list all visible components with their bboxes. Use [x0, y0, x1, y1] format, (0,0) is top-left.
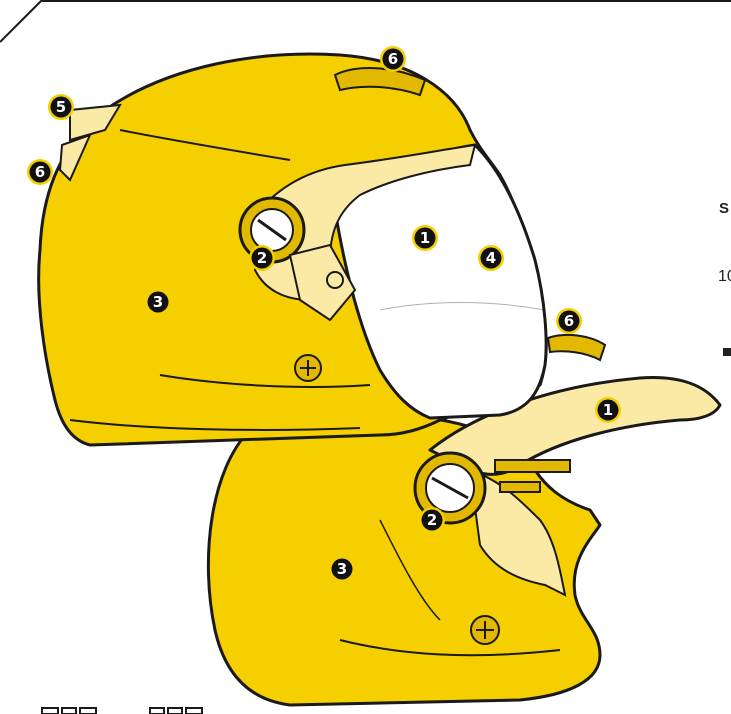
callout-1-peak: 1 [595, 397, 621, 423]
callout-2-ratchet-bottom-label: 2 [427, 511, 437, 529]
edge-mark [723, 348, 731, 356]
callout-2-ratchet-top: 2 [249, 245, 275, 271]
callout-1-visor-label: 1 [420, 229, 430, 247]
open-face-strap-slot [495, 460, 570, 472]
callout-1-visor: 1 [412, 225, 438, 251]
callout-6-rear-vent: 6 [27, 159, 53, 185]
callout-4-shield: 4 [478, 245, 504, 271]
callout-3-shell-bottom-label: 3 [337, 560, 347, 578]
clipped-caption [42, 708, 202, 714]
callout-6-top-vent-label: 6 [388, 50, 398, 68]
callout-2-ratchet-top-label: 2 [257, 249, 267, 267]
callout-5-rear-spoiler-label: 5 [56, 98, 66, 116]
callout-6-top-vent: 6 [380, 46, 406, 72]
callout-1-peak-label: 1 [603, 401, 613, 419]
frame-corner-left [0, 0, 42, 42]
callout-5-rear-spoiler: 5 [48, 94, 74, 120]
edge-text-s: S [719, 200, 729, 217]
callout-3-shell-top-label: 3 [153, 293, 163, 311]
full-face-helmet [39, 54, 547, 445]
callout-2-ratchet-bottom: 2 [419, 507, 445, 533]
open-face-strap-slot-2 [500, 482, 540, 492]
callout-4-shield-label: 4 [486, 249, 496, 267]
callout-6-peak-vent-label: 6 [564, 312, 574, 330]
callout-3-shell-bottom: 3 [329, 556, 355, 582]
edge-text-10: 10 [718, 268, 731, 286]
callout-6-peak-vent: 6 [556, 308, 582, 334]
open-face-peak-vent [548, 335, 605, 360]
callout-3-shell-top: 3 [145, 289, 171, 315]
callout-6-rear-vent-label: 6 [35, 163, 45, 181]
